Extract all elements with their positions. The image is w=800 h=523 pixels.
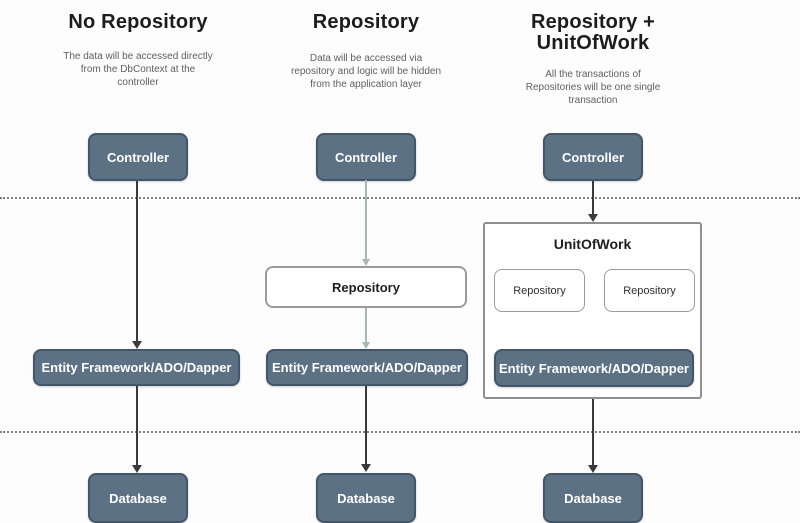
col3-repository-box-left: Repository: [494, 269, 585, 312]
col1-arrow-controller-to-ef: [136, 181, 138, 341]
arrow-down-icon: [362, 259, 370, 266]
col2-arrow-repository-to-ef: [365, 308, 367, 342]
arrow-down-icon: [362, 342, 370, 349]
arrow-down-icon: [132, 341, 142, 349]
col1-description-line: The data will be accessed directly: [63, 51, 213, 62]
col2-description-line: from the application layer: [310, 79, 422, 90]
arrow-down-icon: [588, 465, 598, 473]
col3-repository-box-right: Repository: [604, 269, 695, 312]
col1-database-box: Database: [88, 473, 188, 523]
col2-entity-framework-box: Entity Framework/ADO/Dapper: [266, 349, 468, 386]
col2-title: Repository: [312, 11, 420, 33]
col2-arrow-ef-to-database: [365, 386, 367, 464]
col1-description-line: controller: [117, 77, 159, 88]
col3-database-box: Database: [543, 473, 643, 523]
col3-arrow-unitofwork-to-database: [592, 399, 594, 465]
arrow-down-icon: [588, 214, 598, 222]
col2-description-line: repository and logic will be hidden: [290, 66, 442, 77]
col1-entity-framework-box: Entity Framework/ADO/Dapper: [33, 349, 240, 386]
col3-description: All the transactions of Repositories wil…: [498, 68, 688, 107]
col3-controller-box: Controller: [543, 133, 643, 181]
col1-description: The data will be accessed directly from …: [48, 50, 228, 89]
col3-description-line: transaction: [568, 95, 618, 106]
col3-arrow-controller-to-unitofwork: [592, 181, 594, 214]
col3-title: Repository + UnitOfWork: [530, 11, 656, 54]
col2-database-box: Database: [316, 473, 416, 523]
col2-arrow-controller-to-repository: [365, 180, 367, 259]
col2-description-line: Data will be accessed via: [309, 53, 423, 64]
col3-entity-framework-box: Entity Framework/ADO/Dapper: [494, 349, 694, 387]
col1-arrow-ef-to-database: [136, 386, 138, 465]
col3-description-line: All the transactions of: [545, 69, 641, 80]
col1-description-line: from the DbContext at the: [80, 64, 196, 75]
arrow-down-icon: [361, 464, 371, 472]
col2-description: Data will be accessed via repository and…: [271, 52, 461, 91]
arrow-down-icon: [132, 465, 142, 473]
col3-unitofwork-container: UnitOfWork Repository Repository Entity …: [483, 222, 702, 399]
col1-controller-box: Controller: [88, 133, 188, 181]
layer-boundary-bottom: [0, 431, 800, 433]
col1-title: No Repository: [68, 11, 208, 33]
col3-description-line: Repositories will be one single: [525, 82, 661, 93]
col2-controller-box: Controller: [316, 133, 416, 181]
layer-boundary-top: [0, 197, 800, 199]
col3-unitofwork-title: UnitOfWork: [553, 236, 632, 252]
col2-repository-box: Repository: [265, 266, 467, 308]
